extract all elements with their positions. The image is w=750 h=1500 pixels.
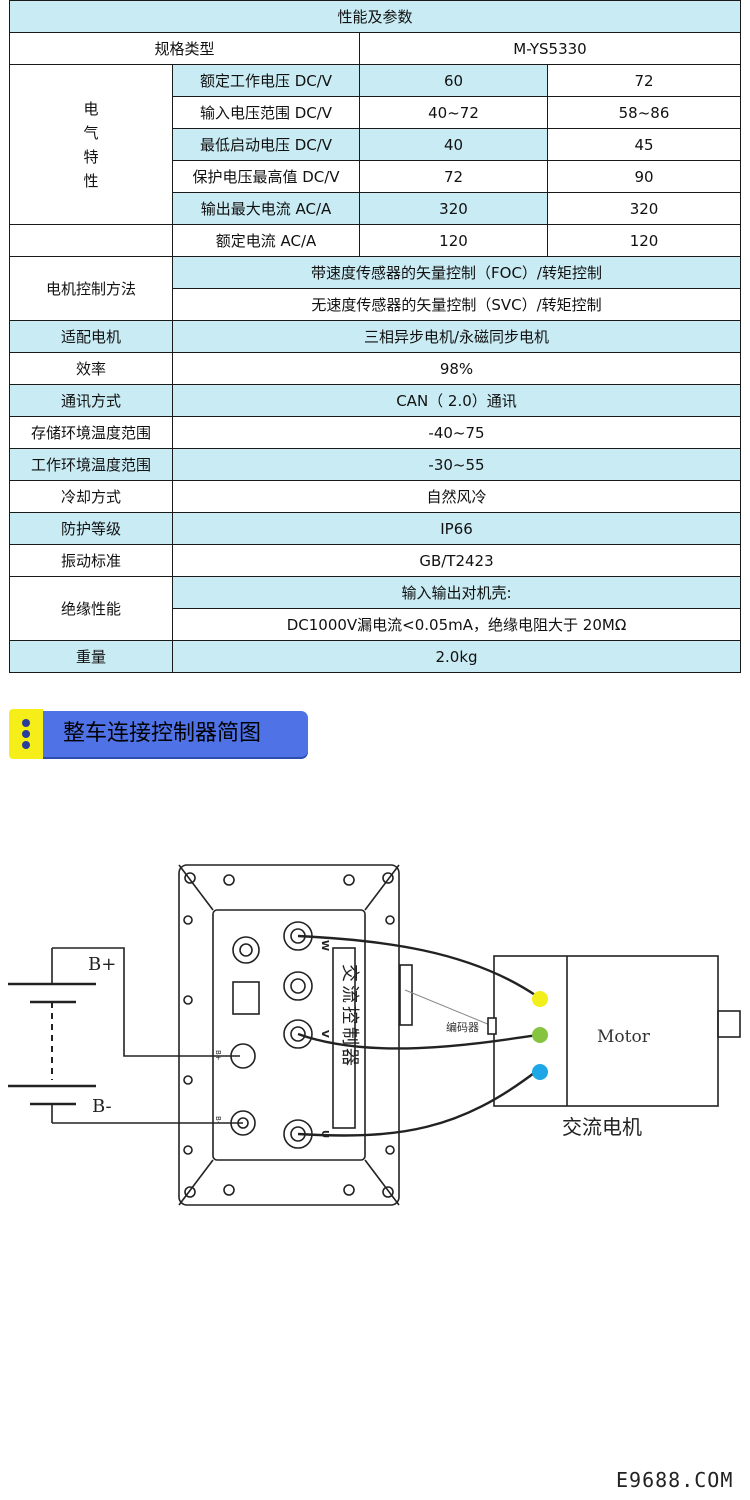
row-value-1: 40~72 — [359, 96, 548, 129]
positive-wire — [52, 947, 240, 1057]
row-value-1: 72 — [359, 160, 548, 193]
electrical-group-label: 电 气 特 性 — [9, 64, 173, 225]
row-value-1: 60 — [359, 64, 548, 97]
control-method-label: 电机控制方法 — [9, 256, 173, 321]
spec-table: 性能及参数 规格类型 M-YS5330 电 气 特 性 额定工作电压 DC/V … — [8, 0, 742, 673]
row-label: 最低启动电压 DC/V — [172, 128, 360, 161]
row-value-2: 320 — [546, 192, 742, 225]
param-value: GB/T2423 — [171, 544, 742, 577]
terminal-minus-label: B- — [214, 1116, 222, 1124]
phase-dot-green — [532, 1027, 548, 1043]
insulation-value: 输入输出对机壳: — [171, 576, 742, 609]
row-label: 额定工作电压 DC/V — [172, 64, 360, 97]
insulation-label: 绝缘性能 — [9, 576, 173, 641]
param-value: -40~75 — [171, 416, 742, 449]
row-label: 输入电压范围 DC/V — [172, 96, 360, 129]
row-value-1: 320 — [359, 192, 548, 225]
param-value: 三相异步电机/永磁同步电机 — [171, 320, 742, 353]
phase-wire-w — [297, 934, 539, 998]
weight-label: 重量 — [9, 640, 173, 673]
param-label: 振动标准 — [9, 544, 173, 577]
row-label: 保护电压最高值 DC/V — [172, 160, 360, 193]
battery-icon — [8, 948, 96, 1123]
phase-dot-blue — [532, 1064, 548, 1080]
insulation-value: DC1000V漏电流<0.05mA，绝缘电阻大于 20MΩ — [171, 608, 742, 641]
motor-label: Motor — [597, 1027, 651, 1047]
row-value-2: 58~86 — [546, 96, 742, 129]
param-label: 工作环境温度范围 — [9, 448, 173, 481]
dot-icon — [22, 730, 30, 738]
param-value: CAN（ 2.0）通讯 — [171, 384, 742, 417]
spec-type-label: 规格类型 — [9, 32, 360, 65]
phase-dot-yellow — [532, 991, 548, 1007]
terminal-v-label: V — [319, 1030, 330, 1038]
weight-value: 2.0kg — [171, 640, 742, 673]
terminal-plus-label: B+ — [214, 1050, 222, 1061]
param-label: 适配电机 — [9, 320, 173, 353]
banner-bar: 整车连接控制器简图 — [43, 711, 308, 757]
control-method-value: 带速度传感器的矢量控制（FOC）/转矩控制 — [171, 256, 742, 289]
phase-wire-v — [297, 1032, 539, 1050]
param-value: 自然风冷 — [171, 480, 742, 513]
motor-icon — [487, 955, 741, 1107]
wiring-diagram: B+ B- 交流控制器 编码器 Motor 交流电机 W V U B+ B- — [8, 864, 741, 1206]
param-label: 效率 — [9, 352, 173, 385]
row-value-2: 72 — [546, 64, 742, 97]
section-banner: 整车连接控制器简图 — [9, 709, 309, 759]
row-value-1: 40 — [359, 128, 548, 161]
param-value: -30~55 — [171, 448, 742, 481]
section-title: 整车连接控制器简图 — [63, 721, 262, 746]
row-value-2: 45 — [546, 128, 742, 161]
param-value: IP66 — [171, 512, 742, 545]
control-method-value: 无速度传感器的矢量控制（SVC）/转矩控制 — [171, 288, 742, 321]
row-value-1: 120 — [359, 224, 548, 257]
banner-marker — [9, 709, 43, 759]
watermark: E9688.COM — [616, 1468, 734, 1492]
dot-icon — [22, 741, 30, 749]
table-header: 性能及参数 — [8, 0, 742, 33]
phase-wire-u — [297, 1069, 539, 1137]
row-label: 额定电流 AC/A — [172, 224, 360, 257]
row-value-2: 120 — [546, 224, 742, 257]
battery-positive-label: B+ — [88, 954, 116, 975]
param-label: 存储环境温度范围 — [9, 416, 173, 449]
motor-caption: 交流电机 — [562, 1115, 642, 1139]
encoder-label: 编码器 — [446, 1020, 479, 1034]
param-label: 防护等级 — [9, 512, 173, 545]
battery-negative-label: B- — [92, 1096, 112, 1117]
controller-icon — [178, 864, 413, 1206]
controller-label: 交流控制器 — [339, 964, 360, 1069]
terminal-w-label: W — [319, 940, 330, 951]
param-label: 通讯方式 — [9, 384, 173, 417]
param-value: 98% — [171, 352, 742, 385]
row-value-2: 90 — [546, 160, 742, 193]
empty-cell — [9, 224, 173, 257]
terminal-u-label: U — [319, 1130, 330, 1138]
param-label: 冷却方式 — [9, 480, 173, 513]
dot-icon — [22, 719, 30, 727]
spec-type-value: M-YS5330 — [358, 32, 742, 65]
row-label: 输出最大电流 AC/A — [172, 192, 360, 225]
